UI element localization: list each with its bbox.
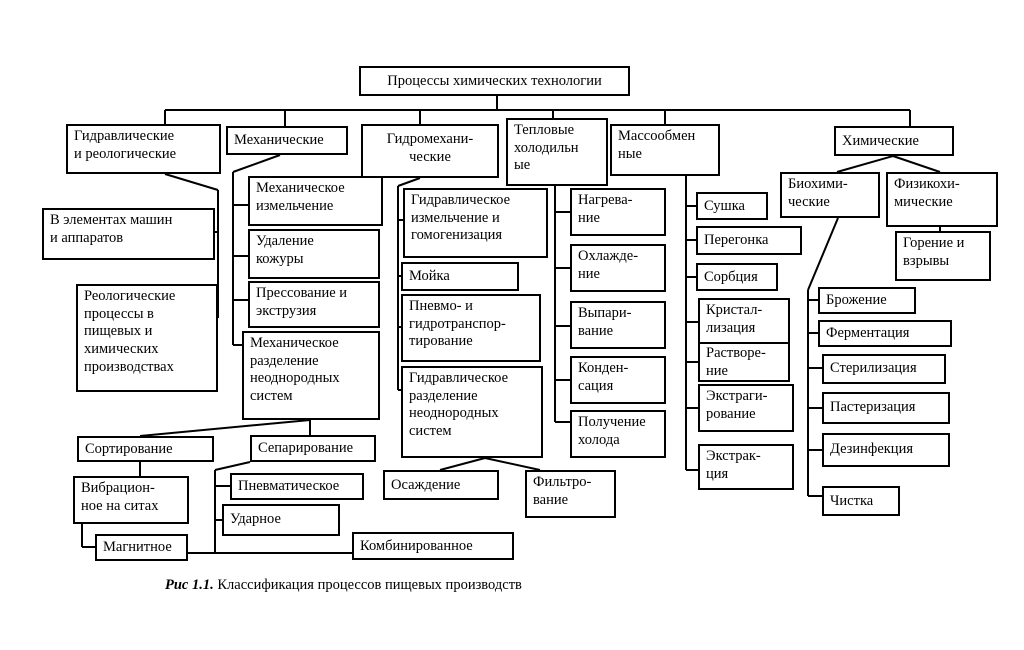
sorting-item-sieves: Вибрацион- ное на ситах [73,476,189,524]
mechanical-item-pressing: Прессование и экструзия [248,281,380,328]
bio-item-pasteurization: Пастеризация [822,392,950,424]
mechanical-item-grinding: Механическое измельчение [248,176,383,226]
hydromechanical-item-separation: Гидравлическое разделение неоднородных с… [401,366,543,458]
mechanical-category: Механические [226,126,348,155]
mass-transfer-category: Массообмен ные [610,124,720,176]
hydraulic-item-machines: В элементах машин и аппаратов [42,208,215,260]
separating-item-combined: Комбинированное [352,532,514,560]
bio-item-enzymation: Ферментация [818,320,952,347]
thermal-item-cooling: Охлажде- ние [570,244,666,292]
biochemical-node: Биохими- ческие [780,172,880,218]
separating-node: Сепарирование [250,435,376,462]
root-node: Процессы химических технологии [359,66,630,96]
mass-item-dissolution: Растворе- ние [698,342,790,382]
hydromechanical-sub-sedimentation: Осаждение [383,470,499,500]
hydromechanical-category: Гидромехани- ческие [361,124,499,178]
separating-item-impact: Ударное [222,504,340,536]
bio-item-disinfection: Дезинфекция [822,433,950,467]
thermal-item-refrigeration: Получение холода [570,410,666,458]
bio-item-fermentation: Брожение [818,287,916,314]
mass-item-extraction-solid: Экстраги- рование [698,384,794,432]
mass-item-distillation: Перегонка [696,226,802,255]
thermal-item-condensation: Конден- сация [570,356,666,404]
figure-caption-text: Классификация процессов пищевых производ… [213,577,522,593]
bio-item-sterilization: Стерилизация [822,354,946,384]
hydromechanical-sub-filtration: Фильтро- вание [525,470,616,518]
sorting-node: Сортирование [77,436,214,462]
chemical-category: Химические [834,126,954,156]
mass-item-extraction: Экстрак- ция [698,444,794,490]
mass-item-drying: Сушка [696,192,768,220]
figure-caption-label: Рис 1.1. [165,577,214,593]
thermal-item-heating: Нагрева- ние [570,188,666,236]
separating-item-pneumatic: Пневматическое [230,473,364,500]
hydromechanical-item-transport: Пневмо- и гидротранспор- тирование [401,294,541,362]
sorting-item-magnetic: Магнитное [95,534,188,561]
physicochemical-node: Физикохи- мические [886,172,998,227]
mechanical-item-peeling: Удаление кожуры [248,229,380,279]
bio-item-cleaning: Чистка [822,486,900,516]
hydraulic-category: Гидравлические и реологические [66,124,221,174]
mass-item-crystallization: Кристал- лизация [698,298,790,344]
mass-item-sorption: Сорбция [696,263,778,291]
figure-caption: Рис 1.1. Классификация процессов пищевых… [165,577,522,594]
thermal-item-evaporation: Выпари- вание [570,301,666,349]
physico-item-combustion: Горение и взрывы [895,231,991,281]
hydromechanical-item-homogenization: Гидравлическое измельчение и гомогенизац… [403,188,548,258]
hydraulic-item-rheology: Реологические процессы в пищевых и химич… [76,284,218,392]
hydromechanical-item-washing: Мойка [401,262,519,291]
mechanical-item-separation: Механическое разделение неоднородных сис… [242,331,380,420]
thermal-category: Тепловые холодильн ые [506,118,608,186]
